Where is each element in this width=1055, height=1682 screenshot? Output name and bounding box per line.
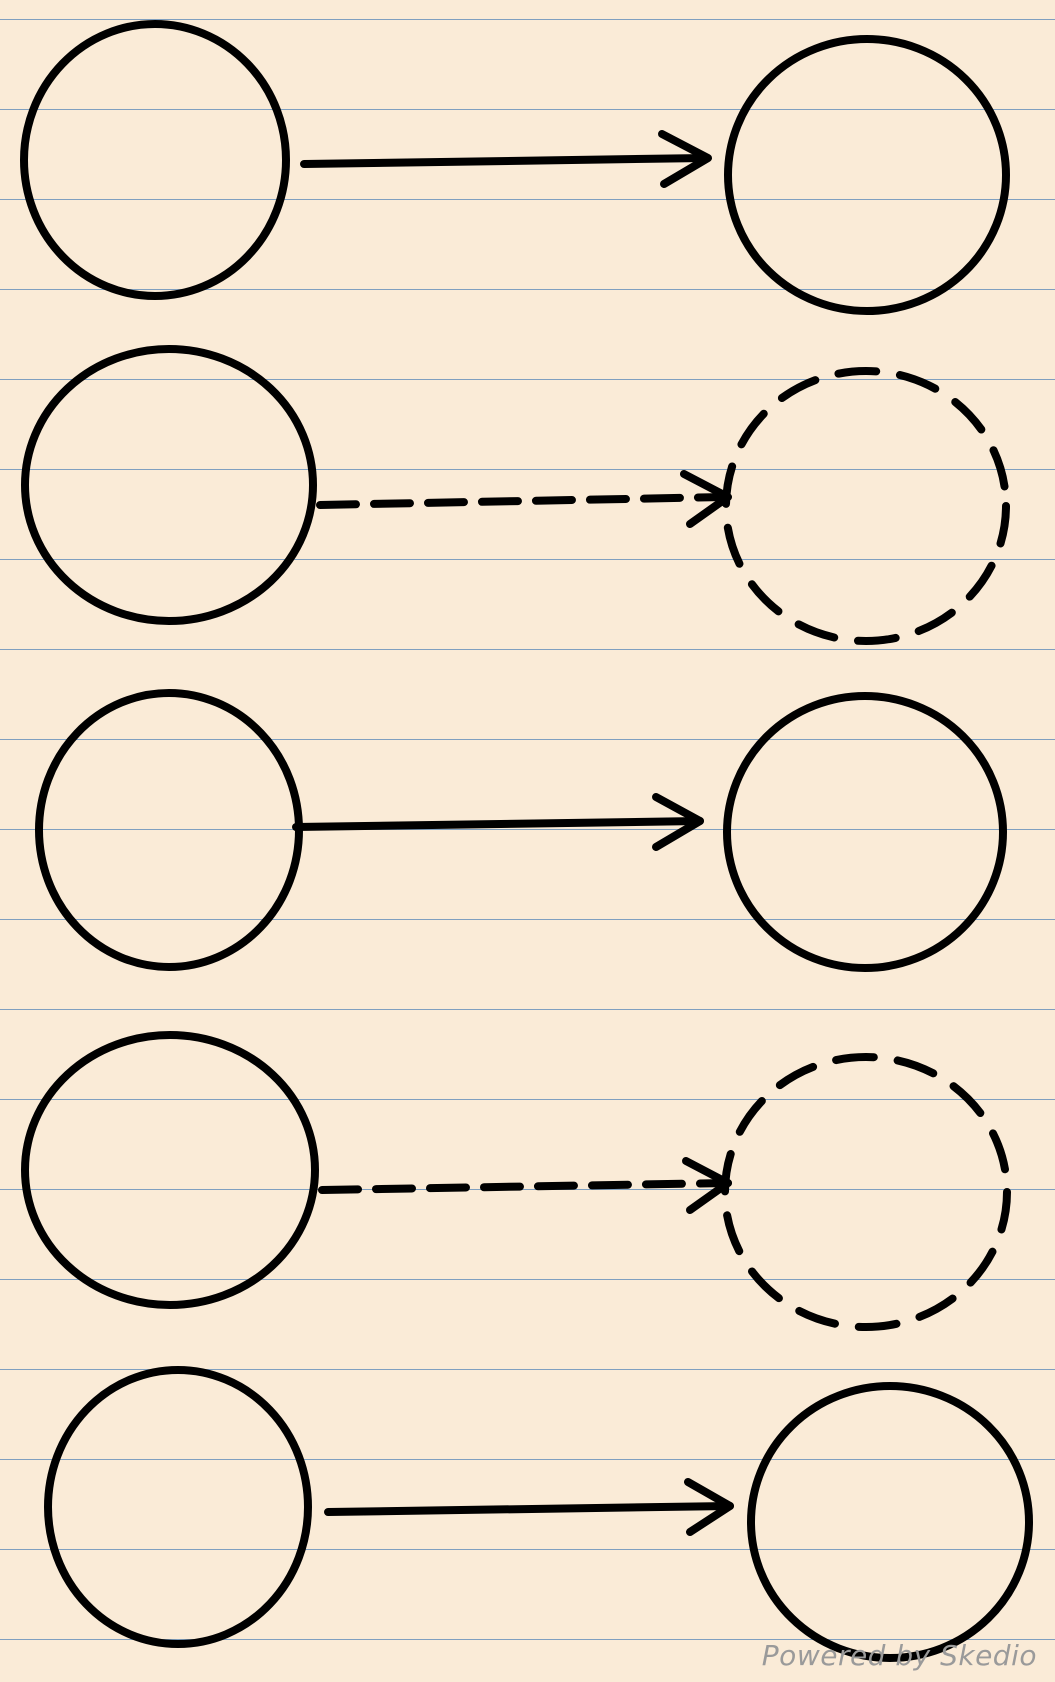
row-2-source-circle xyxy=(21,345,317,625)
row-5-source-circle xyxy=(44,1366,312,1648)
row-1-source-circle xyxy=(20,20,290,300)
row-4-target-circle xyxy=(721,1053,1011,1331)
row-1-target-circle xyxy=(724,35,1010,315)
row-3-target-circle xyxy=(723,692,1007,972)
row-4-source-circle xyxy=(21,1031,319,1309)
row-3-source-circle xyxy=(35,689,303,971)
row-3-arrow-head xyxy=(652,793,704,851)
row-3-arrow-line xyxy=(292,817,704,831)
row-4-arrow-line xyxy=(318,1179,732,1194)
row-5-arrow-head xyxy=(684,1478,734,1536)
row-2-arrow-line xyxy=(316,493,730,509)
row-5-arrow-line xyxy=(324,1502,734,1516)
watermark-text: Powered by Skedio xyxy=(761,1639,1037,1672)
row-2-target-circle xyxy=(722,367,1010,645)
row-1-arrow-line xyxy=(300,154,710,168)
row-5-target-circle xyxy=(747,1382,1033,1662)
row-1-arrow-head xyxy=(658,130,712,188)
